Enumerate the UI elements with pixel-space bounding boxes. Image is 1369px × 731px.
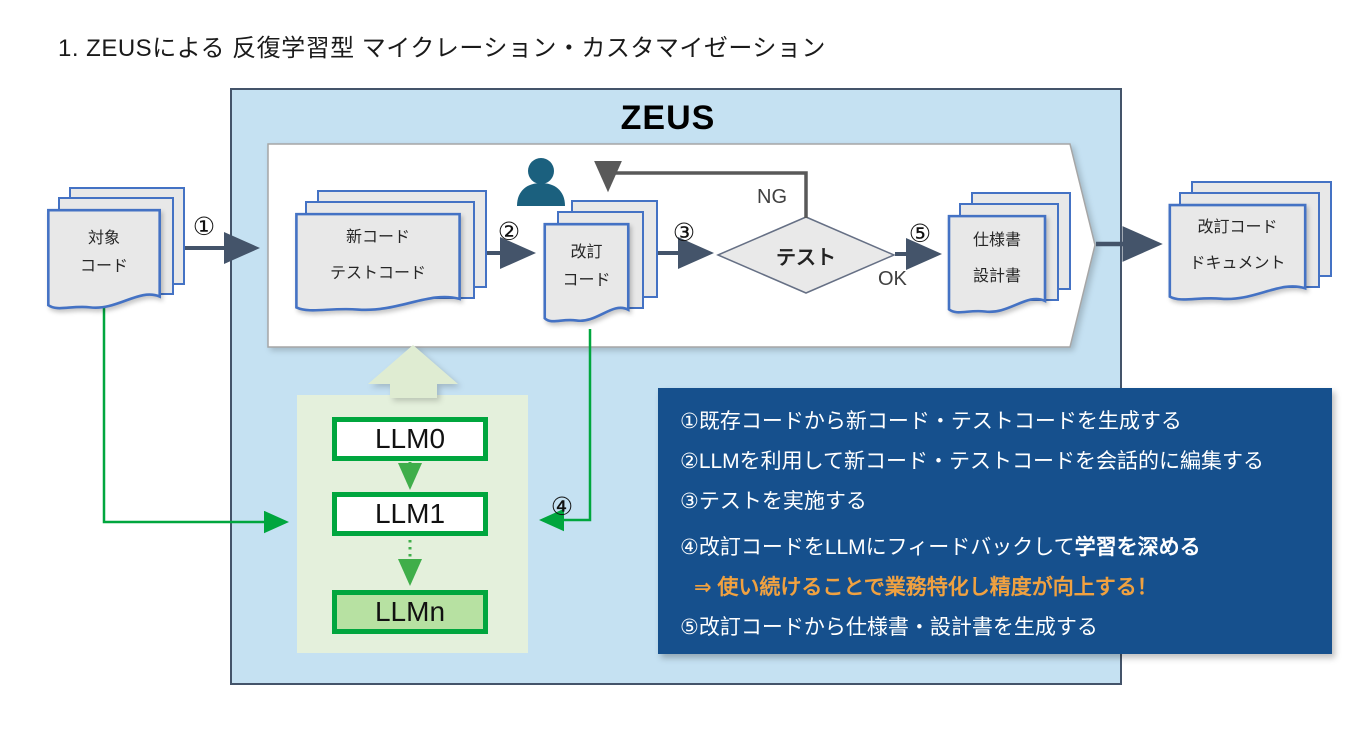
doc-front-sheet bbox=[543, 222, 630, 329]
doc-stack-revised-code: 改訂 コード bbox=[543, 200, 661, 330]
llm1-label: LLM1 bbox=[374, 498, 446, 529]
note-line-1: ①既存コードから新コード・テストコードを生成する bbox=[680, 410, 1182, 433]
doc-front-sheet bbox=[1167, 203, 1308, 307]
person-icon bbox=[517, 158, 565, 206]
step3-number: ③ bbox=[672, 219, 696, 247]
ng-label: NG bbox=[757, 186, 787, 208]
step2-number: ② bbox=[497, 218, 521, 246]
green-line-target-to-llm bbox=[102, 305, 289, 534]
zeus-heading: ZEUS bbox=[620, 98, 716, 137]
step4-number: ④ bbox=[550, 493, 574, 521]
doc-front-sheet bbox=[947, 214, 1047, 320]
llm0-box: LLM0 bbox=[332, 417, 488, 461]
doc-stack-output-docs: 改訂コード ドキュメント bbox=[1167, 181, 1332, 309]
note-line-5-highlight: ⇒ 使い続けることで業務特化し精度が向上する！ bbox=[694, 576, 1158, 599]
step5-number: ⑤ bbox=[908, 220, 932, 248]
doc-label: 新コード テストコード bbox=[329, 229, 426, 282]
doc-front-sheet bbox=[46, 208, 162, 316]
doc-front-sheet bbox=[293, 212, 463, 318]
llm-up-arrow bbox=[368, 345, 458, 398]
step1-number: ① bbox=[192, 213, 216, 241]
doc-label: 改訂 コード bbox=[562, 244, 611, 289]
doc-label: 仕様書 設計書 bbox=[972, 232, 1021, 285]
doc-label: 対象 コード bbox=[79, 230, 128, 275]
llmn-label: LLMn bbox=[374, 596, 446, 627]
note-line-6: ⑤改訂コードから仕様書・設計書を生成する bbox=[680, 616, 1098, 639]
notes-panel: ①既存コードから新コード・テストコードを生成する ②LLMを利用して新コード・テ… bbox=[658, 388, 1332, 654]
note-line-2: ②LLMを利用して新コード・テストコードを会話的に編集する bbox=[680, 450, 1265, 473]
green-line-revised-to-llm bbox=[539, 329, 592, 532]
note-line-4: ④改訂コードをLLMにフィードバックして学習を深める bbox=[680, 536, 1201, 559]
doc-stack-spec-docs: 仕様書 設計書 bbox=[947, 192, 1071, 322]
page-title: 1. ZEUSによる 反復学習型 マイクレーション・カスタマイゼーション bbox=[58, 35, 826, 62]
llm1-box: LLM1 bbox=[332, 492, 488, 536]
ok-label: OK bbox=[878, 268, 907, 290]
note-line-3: ③テストを実施する bbox=[680, 490, 867, 513]
doc-label: 改訂コード ドキュメント bbox=[1189, 219, 1286, 272]
llmn-box: LLMn bbox=[332, 590, 488, 634]
doc-stack-target-code: 対象 コード bbox=[46, 187, 185, 317]
ng-loop-arrow bbox=[594, 160, 808, 218]
llm0-label: LLM0 bbox=[374, 423, 446, 454]
test-diamond-shape bbox=[716, 216, 896, 294]
doc-stack-new-code: 新コード テストコード bbox=[293, 190, 487, 320]
test-diamond-label: テスト bbox=[776, 246, 836, 269]
